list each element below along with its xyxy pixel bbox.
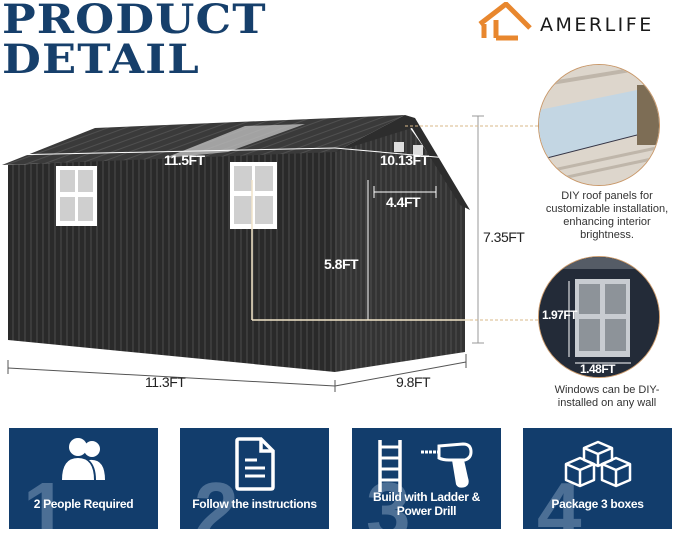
step-label: Follow the instructions [192,497,317,511]
step-label: 2 People Required [33,497,134,511]
window-caption: Windows can be DIY-installed on any wall [554,384,660,409]
window-left [56,166,97,226]
step-number: 1 [23,466,68,530]
step-label-line2: Power Drill [396,504,457,518]
step-label-line1: Build with Ladder & [373,490,480,504]
step-card-2: 2 Follow the instructions [180,428,329,529]
shed-illustration [2,115,545,392]
step-label: Build with Ladder & Power Drill [352,490,501,518]
step-number: 4 [537,466,582,530]
ladder-icon [377,440,402,492]
step-card-4: 4 Package 3 boxes [523,428,672,529]
step-number: 2 [194,466,239,530]
people-icon [61,438,105,480]
step-card-3: 3 Build with Ladder & Power Drill [352,428,501,529]
dim-roof-width: 10.13FT [380,152,429,168]
dim-base-length: 11.3FT [145,374,186,390]
roof-panel-icon [539,65,659,185]
dim-roof-length: 11.5FT [164,152,205,168]
roof-panel-caption: DIY roof panels for customizable install… [545,190,669,241]
document-icon [234,437,275,491]
house-logo-icon [478,2,532,41]
dim-window-width: 1.48FT [580,362,616,376]
power-drill-icon [420,442,473,488]
dim-total-height: 7.35FT [483,229,525,245]
window-closeup [538,256,660,378]
window-right [230,162,277,229]
step-label: Package 3 boxes [551,497,644,511]
window-icon [539,257,659,377]
page-title-line1: PRODUCT [2,0,267,43]
boxes-icon [564,440,631,488]
roof-panel-closeup [538,64,660,186]
dim-window-height: 1.97FT [542,308,578,322]
dim-wall-height: 5.8FT [324,256,359,272]
brand-logo: AMERLIFE [478,2,678,42]
dim-base-width: 9.8FT [396,374,431,390]
brand-name: AMERLIFE [540,14,654,36]
dim-door-width: 4.4FT [386,194,421,210]
step-card-1: 1 2 People Required [9,428,158,529]
page-title-line2: DETAIL [2,36,200,83]
